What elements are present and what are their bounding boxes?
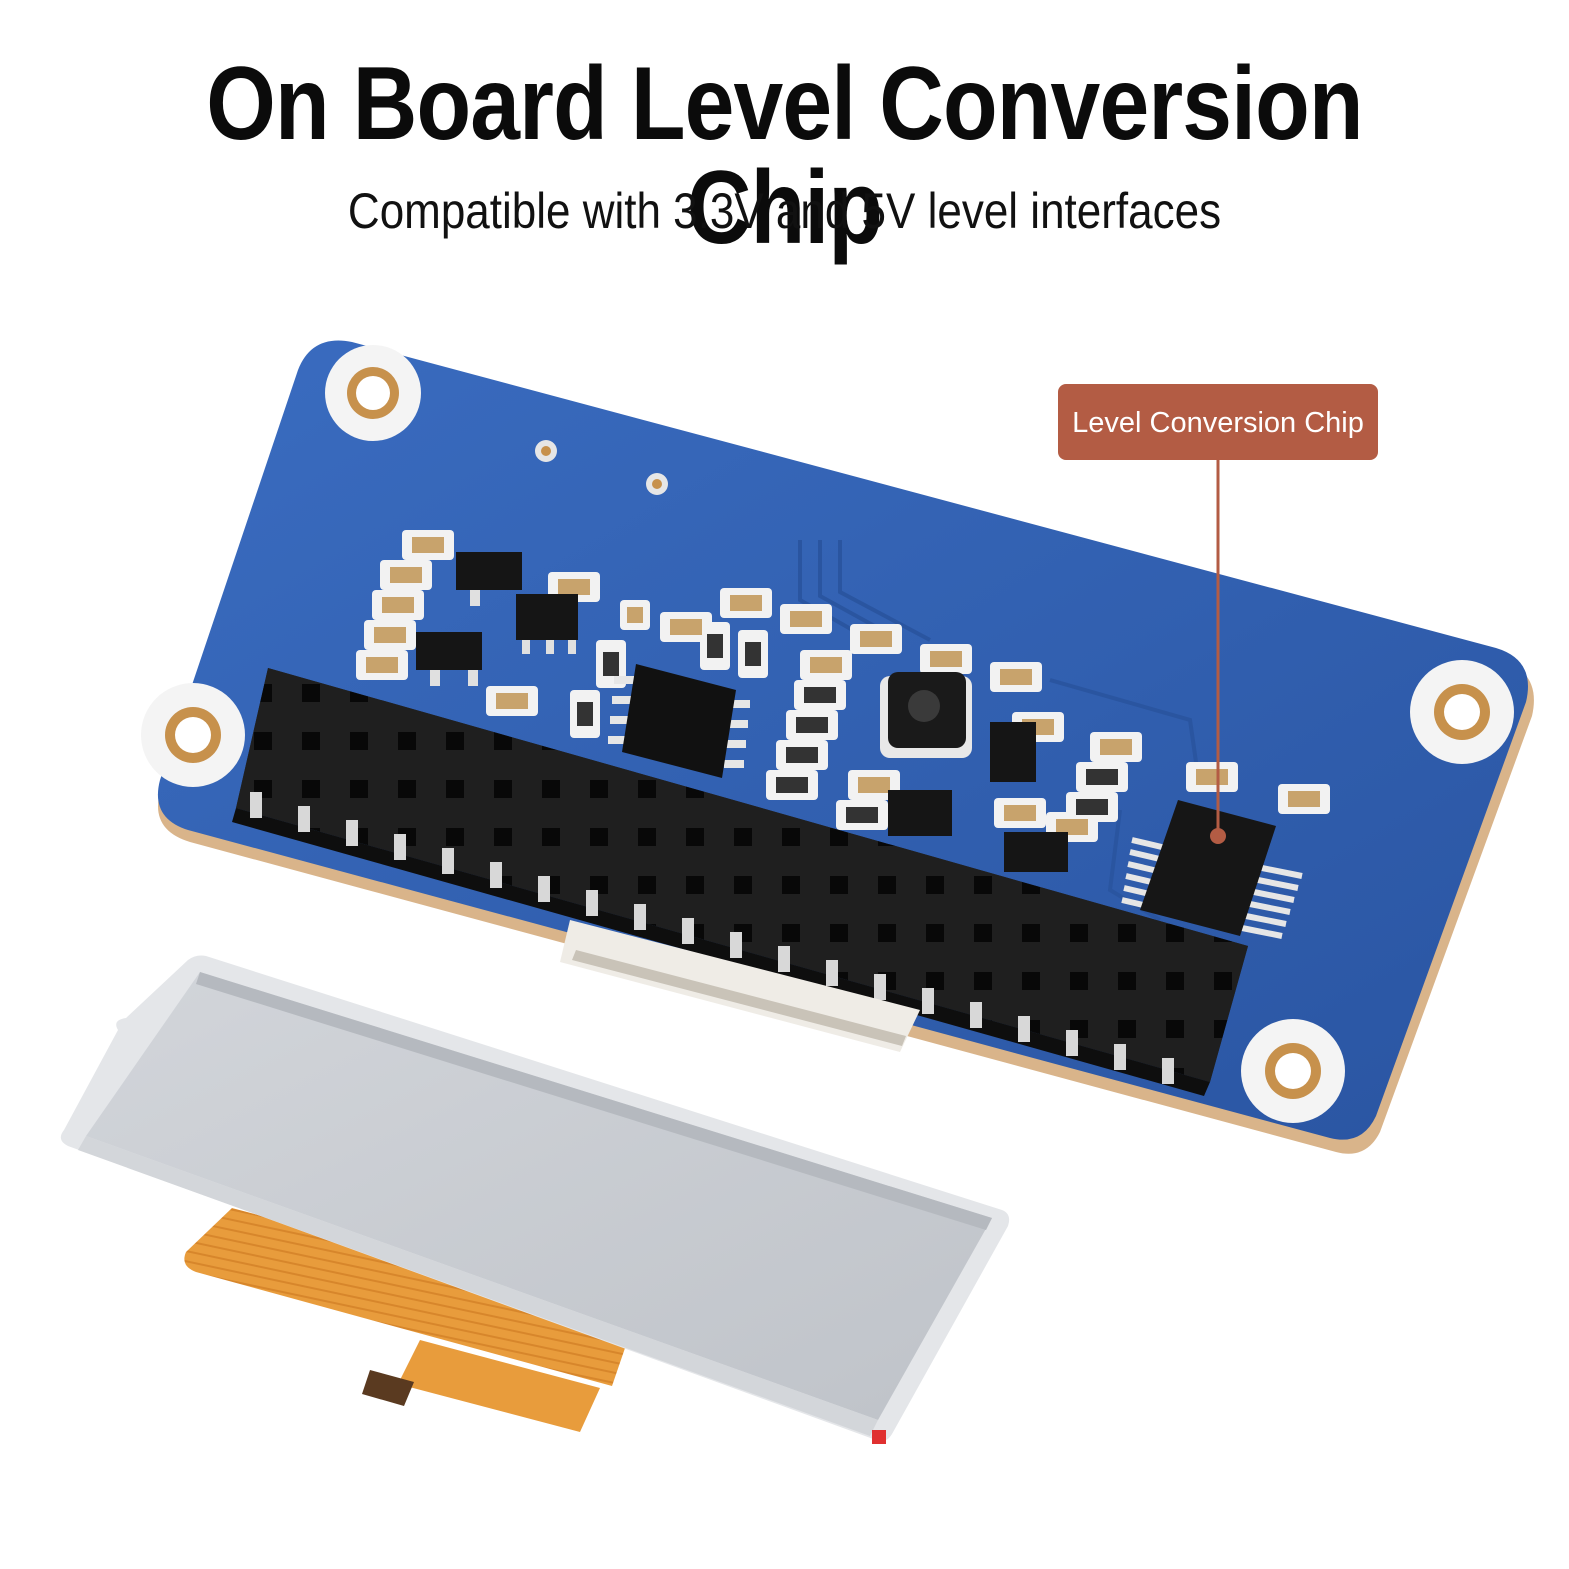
callout-label: Level Conversion Chip <box>1072 407 1364 439</box>
epaper-display <box>60 955 1010 1444</box>
mount-hole <box>141 683 245 787</box>
chip-callout: Level Conversion Chip <box>1058 384 1378 844</box>
fpc-connector <box>560 920 920 1052</box>
pcb-board <box>141 340 1534 1154</box>
level-conversion-chip <box>1121 800 1303 939</box>
mount-hole <box>1410 660 1514 764</box>
page-subtitle: Compatible with 3.3V and 5V level interf… <box>347 183 1222 239</box>
gpio-header <box>232 668 1248 1096</box>
transistors <box>416 552 1068 872</box>
inductor <box>880 672 972 758</box>
callout-marker-dot <box>1210 828 1226 844</box>
page-title: On Board Level Conversion Chip <box>206 46 1363 266</box>
mount-hole <box>325 345 421 441</box>
soic8-chip <box>608 664 750 778</box>
header-pins <box>250 792 1174 1084</box>
mount-hole <box>1241 1019 1345 1123</box>
callout-badge <box>1058 384 1378 460</box>
